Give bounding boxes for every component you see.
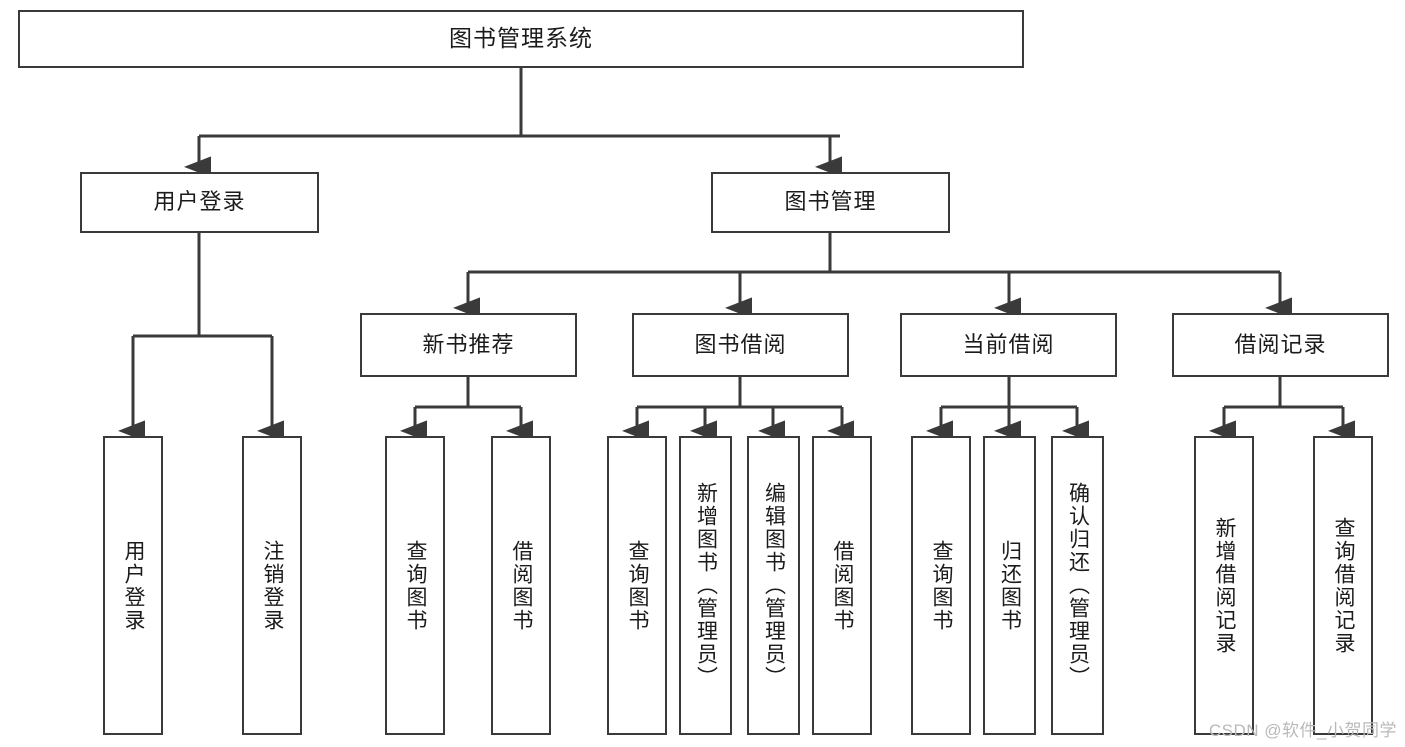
leaf-borrow-edit-book-admin[interactable]: 编辑图书（管理员） <box>747 436 800 735</box>
leaf-label: 查询借阅记录 <box>1332 516 1356 655</box>
leaf-records-query-record[interactable]: 查询借阅记录 <box>1313 436 1373 735</box>
leaf-records-add-record[interactable]: 新增借阅记录 <box>1194 436 1254 735</box>
leaf-recommend-borrow-book[interactable]: 借阅图书 <box>491 436 551 735</box>
leaf-current-confirm-return-admin[interactable]: 确认归还（管理员） <box>1051 436 1104 735</box>
node-new-book-recommend[interactable]: 新书推荐 <box>360 313 577 377</box>
leaf-label: 新增图书（管理员） <box>694 482 718 689</box>
leaf-user-login-login[interactable]: 用户登录 <box>103 436 163 735</box>
node-borrow-records[interactable]: 借阅记录 <box>1172 313 1389 377</box>
node-user-login[interactable]: 用户登录 <box>80 172 319 233</box>
leaf-borrow-borrow-book[interactable]: 借阅图书 <box>812 436 872 735</box>
watermark-text: CSDN @软件_小贺同学 <box>1208 721 1397 740</box>
leaf-recommend-query-book[interactable]: 查询图书 <box>385 436 445 735</box>
leaf-label: 用户登录 <box>122 539 146 632</box>
leaf-label: 新增借阅记录 <box>1213 516 1237 655</box>
leaf-label: 编辑图书（管理员） <box>762 482 786 689</box>
leaf-borrow-query-book[interactable]: 查询图书 <box>607 436 667 735</box>
leaf-label: 确认归还（管理员） <box>1066 482 1090 689</box>
node-root-system[interactable]: 图书管理系统 <box>18 10 1024 68</box>
node-current-borrow[interactable]: 当前借阅 <box>900 313 1117 377</box>
leaf-current-query-book[interactable]: 查询图书 <box>911 436 971 735</box>
leaf-label: 查询图书 <box>930 539 954 632</box>
node-book-management[interactable]: 图书管理 <box>711 172 950 233</box>
leaf-borrow-add-book-admin[interactable]: 新增图书（管理员） <box>679 436 732 735</box>
node-book-borrow[interactable]: 图书借阅 <box>632 313 849 377</box>
leaf-label: 查询图书 <box>626 539 650 632</box>
leaf-label: 借阅图书 <box>831 539 855 632</box>
leaf-label: 注销登录 <box>261 539 285 632</box>
leaf-user-login-logout[interactable]: 注销登录 <box>242 436 302 735</box>
leaf-label: 归还图书 <box>998 539 1022 632</box>
leaf-label: 查询图书 <box>404 539 428 632</box>
leaf-label: 借阅图书 <box>510 539 534 632</box>
leaf-current-return-book[interactable]: 归还图书 <box>983 436 1036 735</box>
